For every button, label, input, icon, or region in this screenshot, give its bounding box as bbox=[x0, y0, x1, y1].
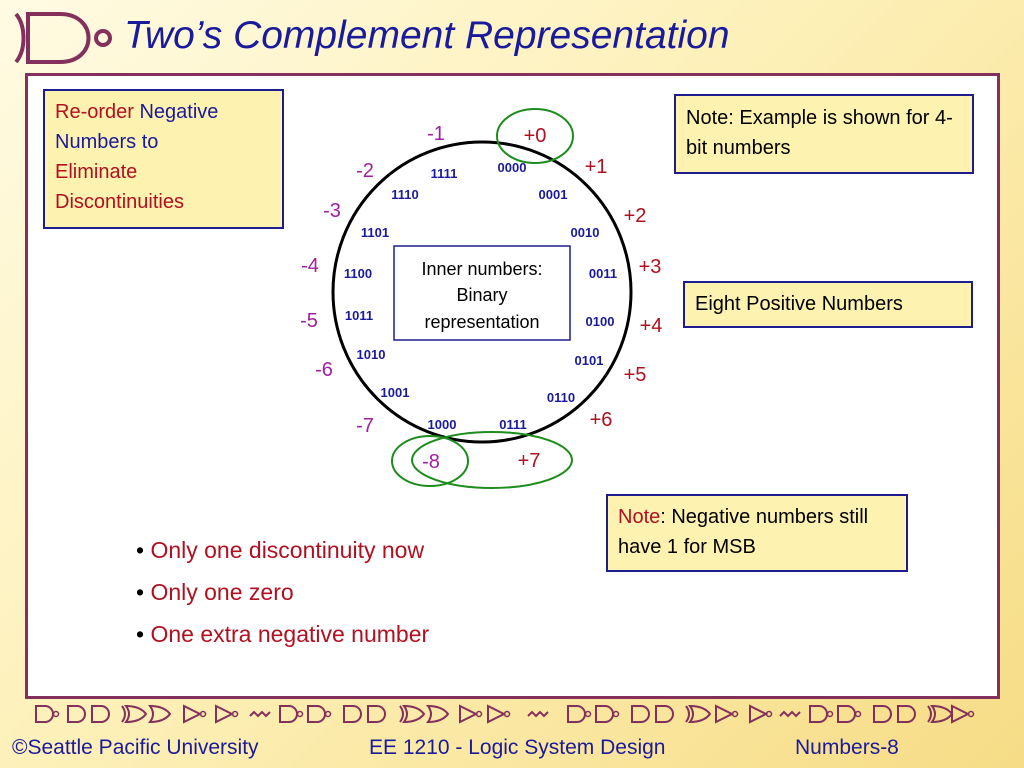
positive-label: +2 bbox=[624, 205, 647, 227]
bullet-list: • Only one discontinuity now • Only one … bbox=[136, 529, 429, 655]
binary-label: 0000 bbox=[498, 160, 527, 175]
binary-label: 0001 bbox=[539, 187, 568, 202]
negative-label: -6 bbox=[315, 359, 333, 381]
positive-label: +1 bbox=[585, 156, 608, 178]
binary-label: 1101 bbox=[361, 225, 389, 240]
note-label: Note bbox=[618, 506, 661, 528]
note-negative-text: : Negative numbers still have 1 for MSB bbox=[618, 506, 869, 558]
footer-copyright: ©Seattle Pacific University bbox=[12, 736, 259, 759]
numbers-to-text: Numbers to bbox=[55, 131, 159, 153]
binary-label: 0010 bbox=[571, 225, 600, 240]
number-circle bbox=[331, 140, 633, 444]
binary-label: 0100 bbox=[586, 314, 615, 329]
negative-label: -7 bbox=[356, 415, 374, 437]
binary-label: 1111 bbox=[431, 166, 458, 181]
eight-positive-box: Eight Positive Numbers bbox=[683, 281, 973, 328]
note-negative-box: Note: Negative numbers still have 1 for … bbox=[606, 494, 908, 572]
eliminate-text: Eliminate bbox=[55, 161, 138, 183]
positive-label: +0 bbox=[524, 125, 547, 147]
bullet-item: • Only one discontinuity now bbox=[136, 537, 425, 563]
reorder-note-box: Re-order Negative Numbers to Eliminate D… bbox=[43, 89, 284, 229]
binary-label: 1110 bbox=[391, 187, 419, 202]
page-title: Two’s Complement Representation bbox=[124, 14, 730, 57]
discontinuities-text: Discontinuities bbox=[55, 191, 184, 213]
note-example-box: Note: Example is shown for 4-bit numbers bbox=[674, 94, 974, 174]
negative-label: -1 bbox=[427, 123, 445, 145]
binary-label: 1000 bbox=[428, 417, 457, 432]
binary-label: 1001 bbox=[381, 385, 410, 400]
positive-label: +4 bbox=[640, 315, 663, 337]
inner-numbers-line: representation bbox=[424, 312, 539, 332]
inner-numbers-line: Inner numbers: bbox=[421, 259, 542, 279]
content-frame: Re-order Negative Numbers to Eliminate D… bbox=[25, 73, 1000, 699]
zero-highlight-oval bbox=[496, 108, 574, 164]
binary-label: 0111 bbox=[499, 417, 527, 432]
bullet-item: • One extra negative number bbox=[136, 621, 430, 647]
binary-label: 1011 bbox=[345, 308, 373, 323]
negative-label: -8 bbox=[422, 451, 440, 473]
footer-page-number: Numbers-8 bbox=[795, 736, 899, 759]
negative-text: Negative bbox=[139, 101, 219, 123]
negative-label: -5 bbox=[300, 310, 318, 332]
binary-label: 0011 bbox=[589, 266, 617, 281]
inner-numbers-line: Binary bbox=[456, 285, 507, 305]
logic-gate-logo-icon bbox=[14, 12, 112, 64]
positive-label: +6 bbox=[590, 409, 613, 431]
binary-label: 0110 bbox=[547, 390, 575, 405]
inner-numbers-box bbox=[393, 245, 571, 341]
positive-label: +7 bbox=[518, 450, 541, 472]
negative-label: -3 bbox=[323, 200, 341, 222]
bullet-item: • Only one zero bbox=[136, 579, 294, 605]
positive-label: +3 bbox=[639, 256, 662, 278]
wrap-highlight-oval bbox=[411, 431, 573, 489]
logic-gates-decoration-icon bbox=[35, 705, 975, 723]
footer-course: EE 1210 - Logic System Design bbox=[369, 736, 666, 759]
footer: ©Seattle Pacific University EE 1210 - Lo… bbox=[0, 736, 1024, 764]
negative-label: -2 bbox=[356, 160, 374, 182]
neg8-highlight-oval bbox=[391, 435, 469, 487]
binary-label: 1100 bbox=[344, 266, 372, 281]
negative-label: -4 bbox=[301, 255, 319, 277]
binary-label: 1010 bbox=[357, 347, 386, 362]
reorder-text-red: Re-order bbox=[55, 101, 134, 123]
binary-label: 0101 bbox=[575, 353, 604, 368]
positive-label: +5 bbox=[624, 364, 647, 386]
